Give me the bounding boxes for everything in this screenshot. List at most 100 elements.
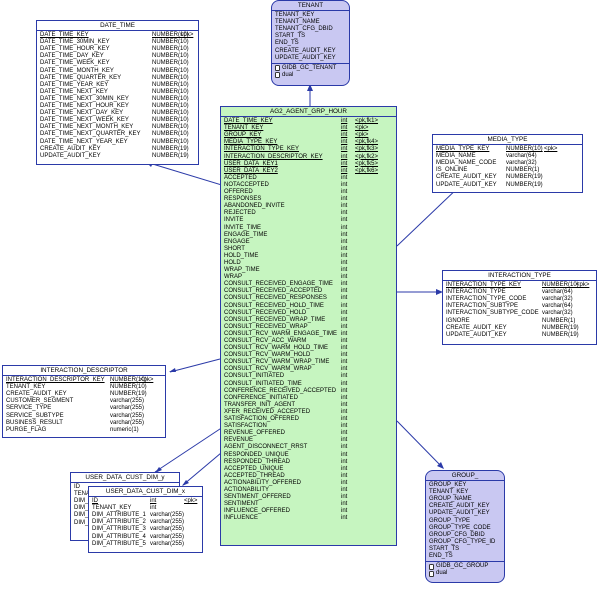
column-key <box>355 373 385 380</box>
column-row: GROUP_CFG_TYPE_ID <box>429 539 502 546</box>
column-key <box>355 452 385 459</box>
column-key <box>140 398 156 405</box>
column-key <box>355 402 385 409</box>
column-name: ACCEPTED_UNIQUE <box>224 465 284 472</box>
storage-name: dual <box>436 570 448 577</box>
column-type: int <box>150 505 157 512</box>
column-name: DATE_TIME_WEEK_KEY <box>40 60 110 67</box>
column-type: varchar(255) <box>150 519 185 526</box>
column-name: IS_ONLINE <box>436 167 468 174</box>
column-name: CUSTOMER_SEGMENT <box>6 398 74 405</box>
column-type: NUMBER(19) <box>506 181 543 188</box>
column-row: DIM_A <box>74 505 177 512</box>
column-key <box>355 409 385 416</box>
column-name: START_TS <box>429 545 460 552</box>
column-name: INTERACTION_SUBTYPE_CODE <box>446 310 539 317</box>
column-type: int <box>341 479 348 486</box>
column-row: TENANT_KEY <box>275 12 347 19</box>
column-key <box>355 203 385 210</box>
column-name: CREATE_AUDIT_KEY <box>275 47 336 54</box>
column-type: varchar(255) <box>150 533 185 540</box>
column-row: START_TS <box>429 546 502 553</box>
column-name: INTERACTION_DESCRIPTOR_KEY <box>6 377 105 384</box>
column-key <box>180 124 196 131</box>
entity-interaction-descriptor[interactable]: INTERACTION_DESCRIPTOR INTERACTION_DESCR… <box>2 365 166 438</box>
column-type: NUMBER(10) <box>152 138 189 145</box>
column-key <box>184 526 204 533</box>
column-name: ID <box>74 484 80 491</box>
column-type: NUMBER(10) <box>152 103 189 110</box>
column-name: UPDATE_AUDIT_KEY <box>436 181 497 188</box>
column-type: int <box>341 465 348 472</box>
entity-title: GROUP_ <box>426 471 504 482</box>
column-key <box>544 174 564 181</box>
column-name: DATE_TIME_NEXT_30MIN_KEY <box>40 95 129 102</box>
column-row: TENANT_NAME <box>275 19 347 26</box>
column-name: DATE_TIME_30MIN_KEY <box>40 39 110 46</box>
database-icon <box>275 65 280 72</box>
column-name: DIM_A <box>74 498 93 505</box>
column-key <box>355 324 385 331</box>
column-name: DATE_TIME_NEXT_QUARTER_KEY <box>40 131 141 138</box>
column-name: INTERACTION_TYPE_KEY <box>446 282 522 289</box>
column-key <box>355 196 385 203</box>
column-key <box>184 519 204 526</box>
column-name: GROUP_KEY <box>429 482 467 489</box>
entity-title: MEDIA_TYPE <box>433 135 582 146</box>
column-name: CONSULT_RECEIVED_ACCEPTED <box>224 288 323 295</box>
column-type: int <box>341 416 348 423</box>
column-type: int <box>341 330 348 337</box>
column-name: MEDIA_NAME <box>436 153 476 160</box>
column-name: USER_DATA_KEY1 <box>224 160 278 167</box>
column-type: NUMBER(19) <box>152 152 189 159</box>
column-type: NUMBER(19) <box>152 145 189 152</box>
column-key <box>576 303 592 310</box>
column-key <box>355 352 385 359</box>
column-name: CREATE_AUDIT_KEY <box>446 324 507 331</box>
storage-item: dual <box>272 72 349 79</box>
entity-title: TENANT <box>272 1 349 12</box>
column-key <box>180 46 196 53</box>
column-type: int <box>341 508 348 515</box>
column-name: DATE_TIME_NEXT_DAY_KEY <box>40 110 124 117</box>
column-key <box>355 345 385 352</box>
column-name: INTERACTION_TYPE_KEY <box>224 146 300 153</box>
column-name: INVITE_TIME <box>224 224 262 231</box>
column-name: RESPONSES <box>224 196 262 203</box>
column-type: varchar(255) <box>110 398 145 405</box>
